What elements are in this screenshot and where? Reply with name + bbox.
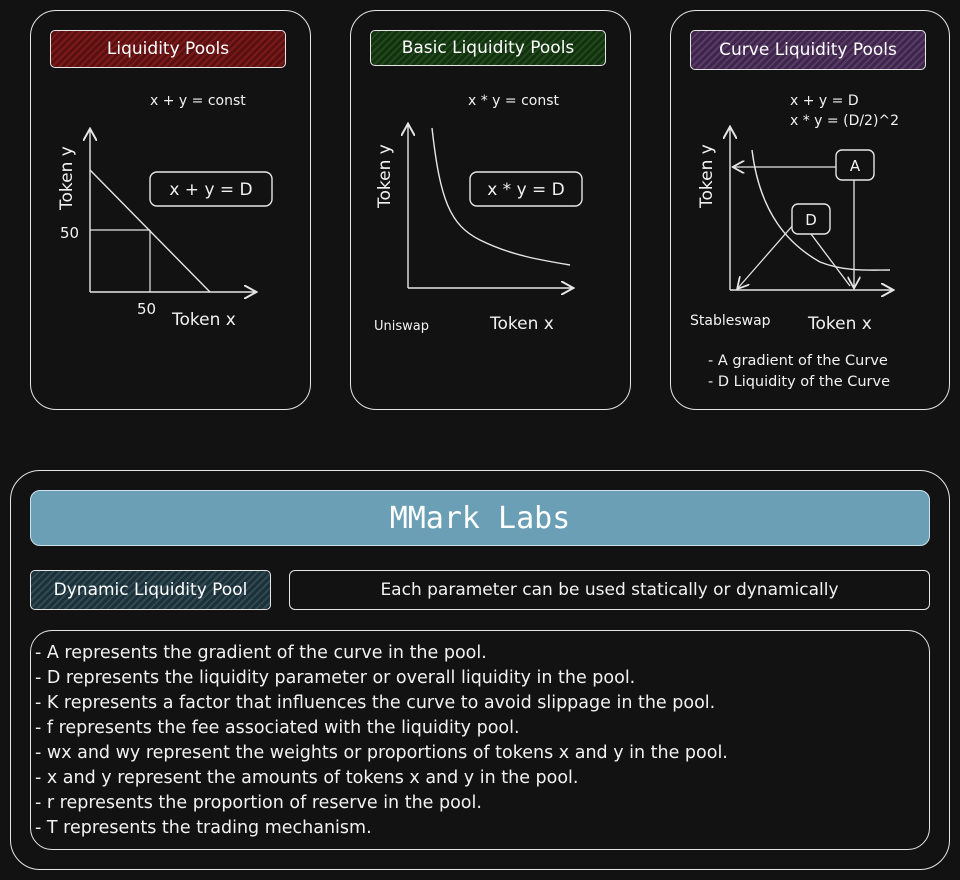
p3-equation-1: x + y = D (790, 93, 859, 109)
constant-product-chart: x * y = const Token y Token x Uniswap x … (374, 93, 583, 334)
p2-xlabel: Token x (489, 314, 554, 334)
p3-marker-d-box (791, 203, 831, 235)
p3-marker-a-box (835, 149, 875, 181)
p2-formula: x * y = D (487, 180, 565, 200)
p3-caption: Stableswap (690, 313, 771, 329)
p3-xlabel: Token x (807, 314, 872, 334)
p2-caption: Uniswap (374, 319, 429, 334)
desc-item-amounts: - x and y represent the amounts of token… (35, 768, 579, 788)
panel-basic-liquidity-pools (350, 10, 631, 410)
desc-item-r: - r represents the proportion of reserve… (35, 793, 482, 813)
p2-equation: x * y = const (468, 93, 560, 109)
p1-formula-box (149, 171, 273, 207)
p1-equation: x + y = const (150, 93, 246, 109)
p1-formula: x + y = D (169, 180, 252, 200)
p3-stableswap-curve (751, 149, 891, 271)
desc-item-a: - A represents the gradient of the curve… (35, 643, 487, 663)
mmark-labs-card (10, 470, 950, 870)
panel-liquidity-pools (30, 10, 311, 410)
title-curve-liquidity-pools: Curve Liquidity Pools (690, 30, 926, 70)
p3-legend-2: - D Liquidity of the Curve (708, 374, 890, 390)
desc-item-d: - D represents the liquidity parameter o… (35, 668, 636, 688)
desc-item-weights: - wx and wy represent the weights or pro… (35, 743, 728, 763)
panel-curve-liquidity-pools (670, 10, 950, 410)
linear-pool-chart: x + y = const 50 50 Token y Token x x + … (57, 93, 273, 330)
stableswap-chart: x + y = D x * y = (D/2)^2 A D Token y To… (690, 93, 899, 390)
p3-legend-1: - A gradient of the Curve (708, 353, 888, 369)
p1-tick-y: 50 (60, 224, 79, 242)
desc-item-k: - K represents a factor that influences … (35, 693, 716, 713)
p1-xlabel: Token x (171, 310, 236, 330)
p2-formula-box (469, 171, 583, 207)
desc-item-t: - T represents the trading mechanism. (35, 818, 372, 838)
p2-ylabel: Token y (375, 144, 395, 209)
desc-item-f: - f represents the fee associated with t… (35, 718, 520, 738)
title-liquidity-pools: Liquidity Pools (50, 30, 286, 68)
brand-banner: MMark Labs (30, 490, 930, 546)
title-basic-liquidity-pools: Basic Liquidity Pools (370, 30, 606, 66)
p3-d-line (807, 229, 851, 287)
p3-ylabel: Token y (697, 144, 717, 209)
p2-hyperbola-curve (431, 127, 571, 266)
p1-tick-x: 50 (137, 300, 156, 318)
p3-marker-a: A (850, 157, 861, 175)
p3-equation-2: x * y = (D/2)^2 (790, 113, 899, 129)
p3-marker-d: D (805, 211, 817, 229)
dynamic-pool-tag: Dynamic Liquidity Pool (30, 570, 271, 610)
diagram-canvas: x + y = const 50 50 Token y Token x x + … (57, 93, 899, 390)
parameter-note: Each parameter can be used statically or… (289, 570, 930, 610)
p1-ylabel: Token y (57, 146, 77, 211)
parameter-descriptions: - A represents the gradient of the curve… (30, 630, 930, 850)
